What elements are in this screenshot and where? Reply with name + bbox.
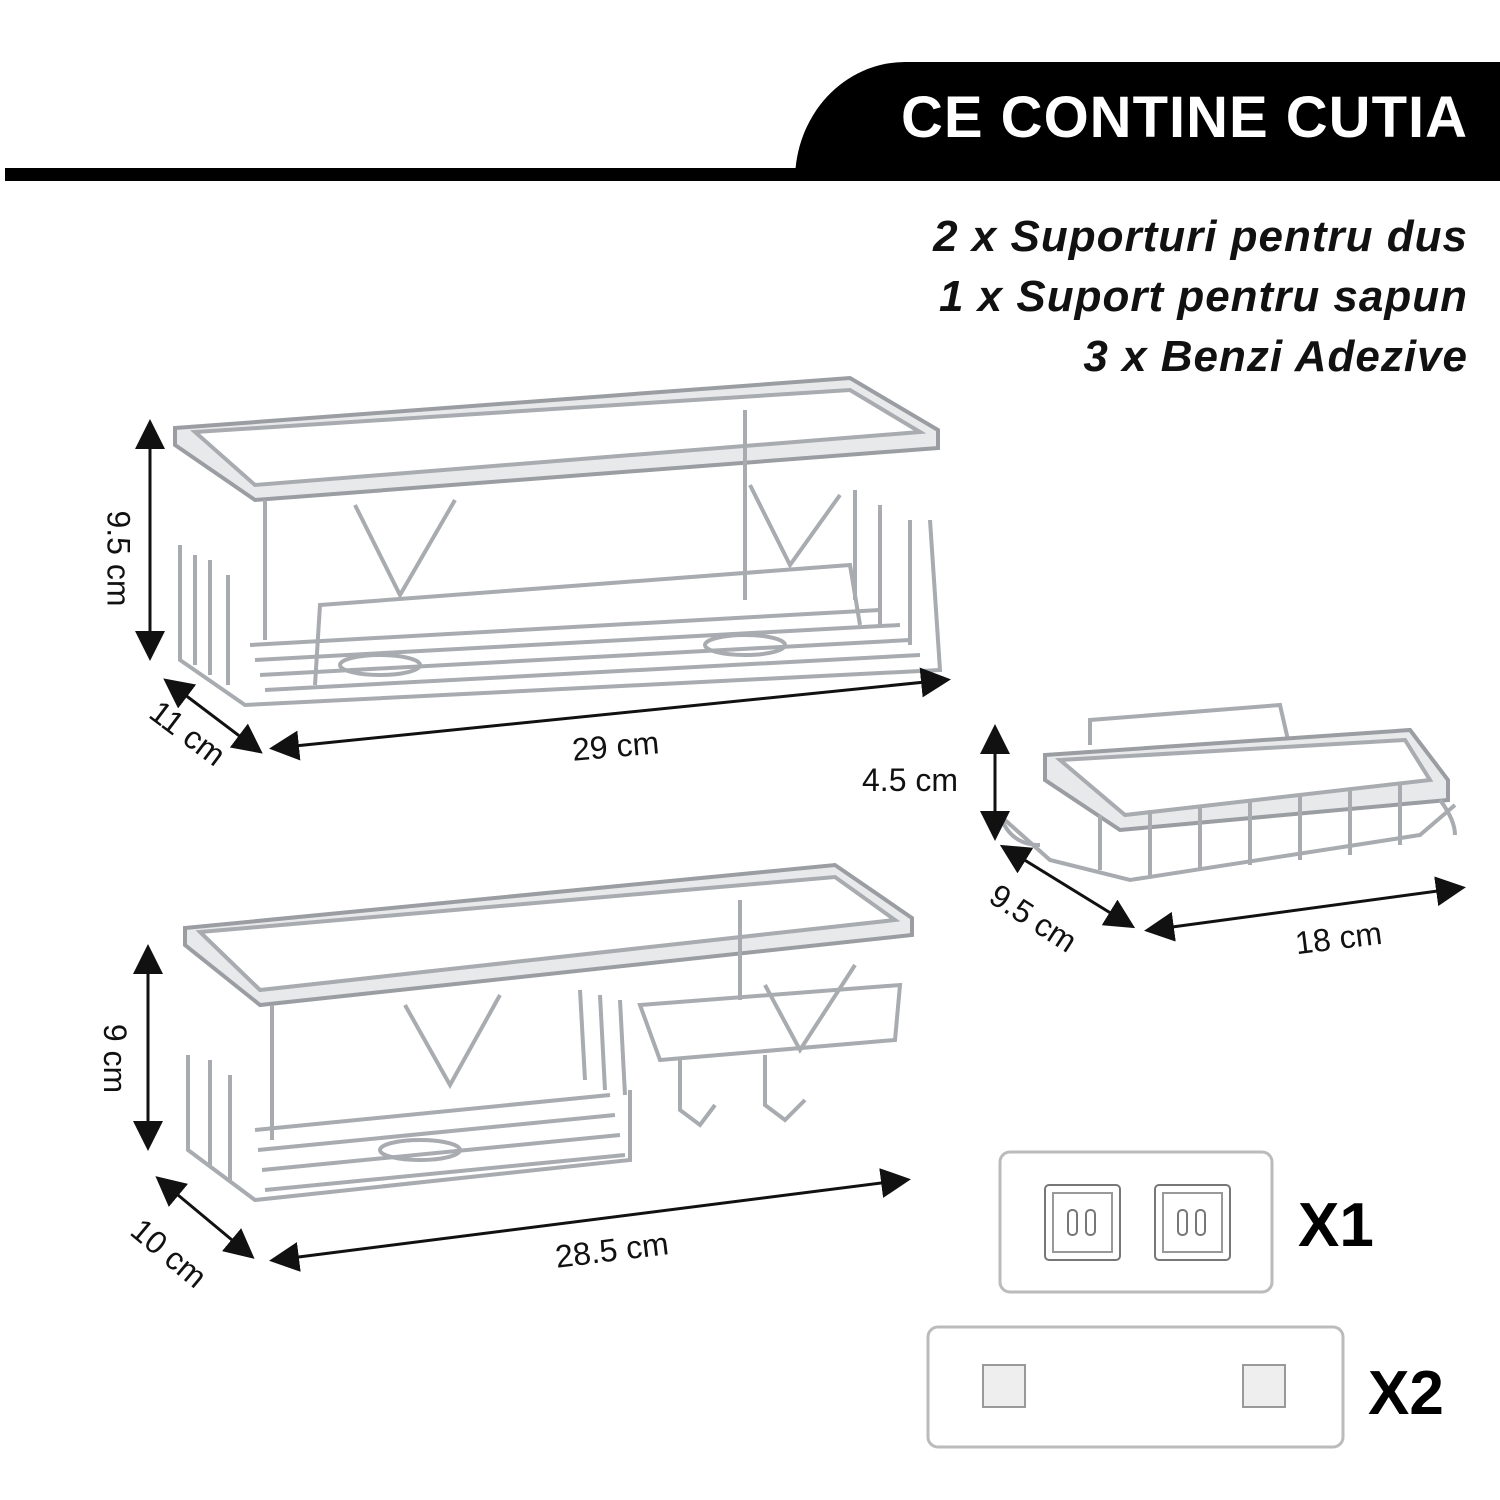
soap-holder (998, 702, 1457, 883)
soap-height-label: 4.5 cm (862, 762, 959, 798)
shelf1-width-label: 29 cm (570, 724, 661, 768)
page-title: CE CONTINE CUTIA (901, 85, 1468, 150)
adhesive-qty-1: X1 (1298, 1191, 1374, 1260)
contents-item: 2 x Suporturi pentru dus (933, 212, 1468, 261)
shelf2-height-label: 9 cm (97, 1023, 134, 1094)
adhesive-strip-double (998, 1150, 1274, 1294)
title-banner (795, 62, 1500, 180)
dimension-arrows (133, 419, 1466, 1272)
adhesive-strip-single (926, 1325, 1345, 1449)
header-rule (5, 168, 1500, 181)
contents-item: 3 x Benzi Adezive (1083, 332, 1468, 381)
shower-shelf-hooks (183, 862, 914, 1203)
shelf1-height-label: 9.5 cm (100, 510, 137, 607)
contents-item: 1 x Suport pentru sapun (938, 272, 1468, 321)
shower-shelf-large (173, 375, 943, 708)
adhesive-qty-2: X2 (1368, 1359, 1444, 1428)
